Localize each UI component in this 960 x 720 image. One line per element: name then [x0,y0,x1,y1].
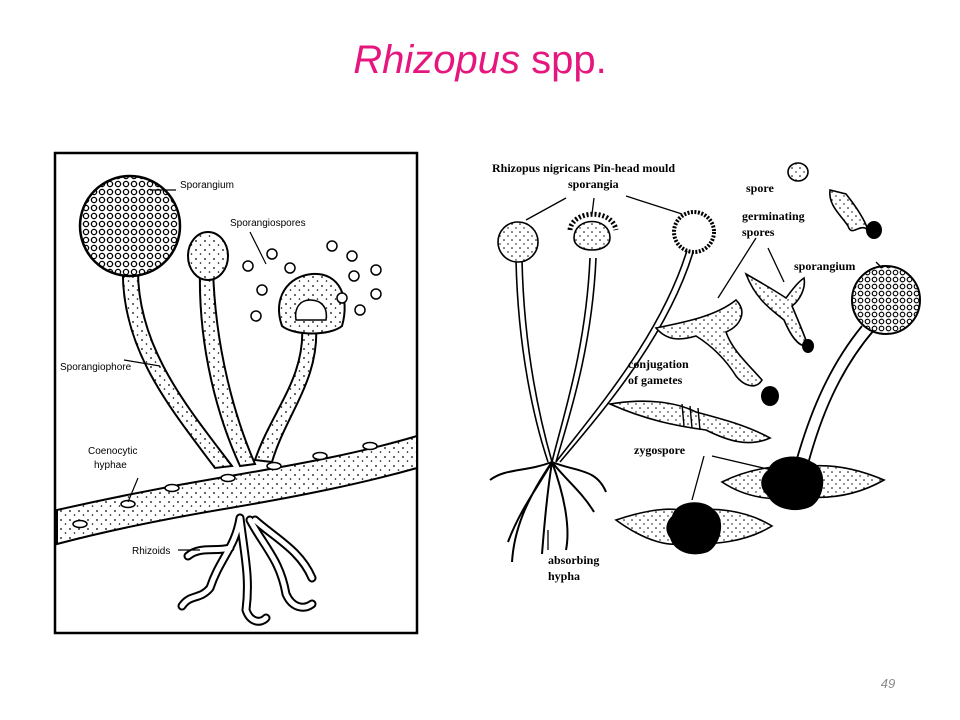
label-hypha: hypha [548,569,580,583]
label-sporangiospores: Sporangiospores [230,218,306,229]
title-genus: Rhizopus [353,38,521,82]
germinating-spore-1 [654,298,763,387]
leader-lines [123,189,267,551]
label-of-gametes: of gametes [628,373,683,387]
label-zygospore: zygospore [634,443,686,457]
slide-number: 49 [880,676,896,691]
columella [294,299,328,321]
label-sporangium: Sporangium [180,180,234,191]
leader-lines [525,195,883,550]
label-spore: spore [746,181,774,195]
absorbing-hyphae [489,461,607,563]
germinating-spore-2 [744,272,810,347]
label-germinating: germinating [742,209,805,223]
germinating-spore-3 [829,189,869,232]
sporangiophores [515,239,697,463]
spore [787,162,809,182]
coenocytic-hypha [56,434,418,546]
zygospore-1 [761,456,824,511]
sporangia-heads [497,210,716,263]
hypha-nuclei [72,441,378,529]
sporangiophore-3 [253,323,318,464]
label-conjugation: conjugation [628,357,689,371]
rhizoids-inner [179,515,315,624]
germ-tip-3 [866,221,882,239]
gamete-septa [681,403,701,431]
label-spores: spores [742,225,775,239]
label-sporangiophore: Sporangiophore [60,362,132,373]
slide-title: Rhizopus spp. [0,36,960,84]
young-sporangium [187,231,229,281]
zygospore-2 [666,502,722,555]
label-heading: Rhizopus nigricans Pin-head mould [492,161,675,175]
rhizopus-nigricans-diagram: Rhizopus nigricans Pin-head mould sporan… [489,161,921,583]
label-sporangia: sporangia [568,177,619,191]
label-rhizoids: Rhizoids [132,546,170,557]
label-sporangium: sporangium [794,259,855,273]
rhizopus-structure-diagram: Sporangium Sporangiospores Sporangiophor… [53,151,419,635]
sporangium [78,174,182,278]
sporangiophore-2 [198,267,257,468]
sporangium-right [851,265,921,335]
germ-tip-1 [761,386,779,406]
label-absorbing: absorbing [548,553,599,567]
germ-tip-2 [802,339,814,353]
sporangiophore-right [795,325,875,465]
released-spores [242,240,382,322]
title-suffix: spp. [520,38,607,82]
conjugation-gametes [607,400,772,444]
sporangiophore-1 [121,265,234,470]
label-hyphae: hyphae [94,460,127,471]
label-coenocytic: Coenocytic [88,446,137,457]
